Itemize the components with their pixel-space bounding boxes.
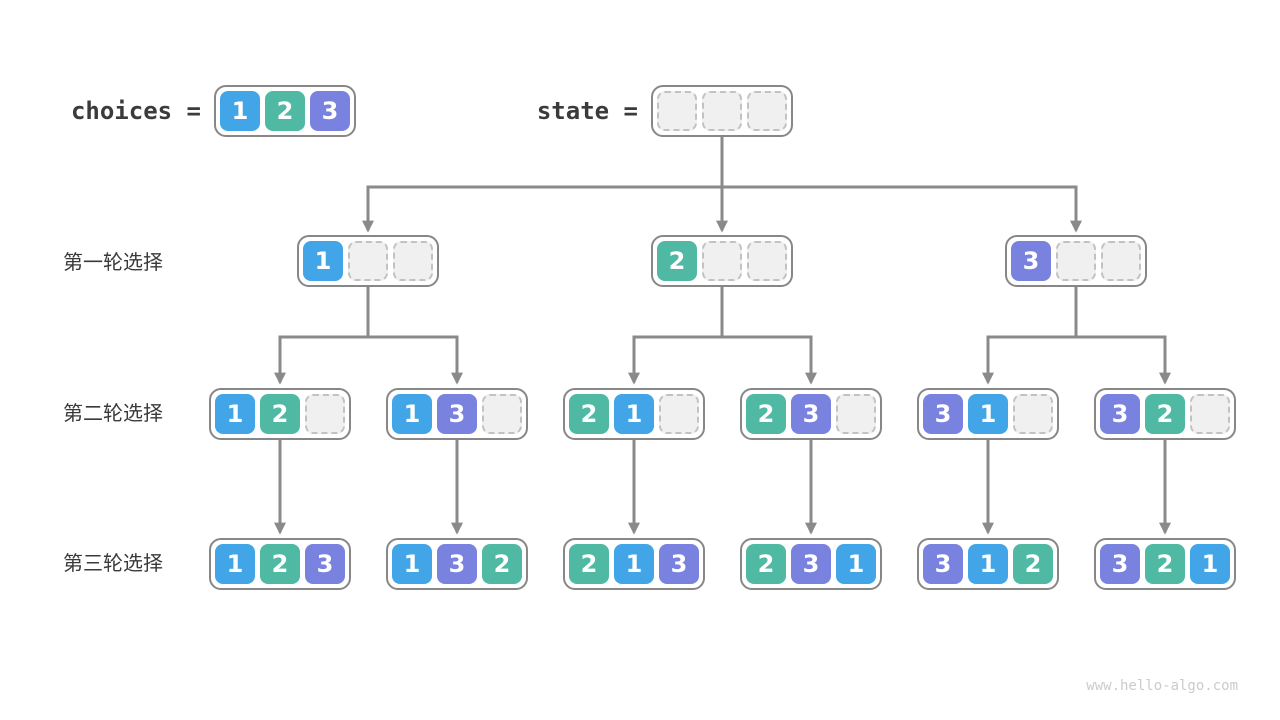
state-label: state = xyxy=(536,97,638,125)
empty-slot xyxy=(657,91,697,131)
cell-2: 2 xyxy=(569,544,609,584)
cell-3: 3 xyxy=(1100,394,1140,434)
cell-1: 1 xyxy=(1190,544,1230,584)
cell-3: 3 xyxy=(305,544,345,584)
cell-3: 3 xyxy=(437,544,477,584)
cell-3: 3 xyxy=(923,394,963,434)
cell-3: 3 xyxy=(437,394,477,434)
choices-label: choices = xyxy=(70,97,201,125)
cell-3: 3 xyxy=(1011,241,1051,281)
empty-slot xyxy=(747,91,787,131)
empty-slot xyxy=(1013,394,1053,434)
cell-2: 2 xyxy=(569,394,609,434)
cell-2: 2 xyxy=(746,394,786,434)
cell-2: 2 xyxy=(657,241,697,281)
cell-1: 1 xyxy=(614,394,654,434)
empty-slot xyxy=(482,394,522,434)
empty-slot xyxy=(659,394,699,434)
cell-2: 2 xyxy=(482,544,522,584)
cell-1: 1 xyxy=(614,544,654,584)
empty-slot xyxy=(702,241,742,281)
cell-3: 3 xyxy=(791,544,831,584)
cell-1: 1 xyxy=(968,394,1008,434)
state-node-round1-1: 1 xyxy=(297,235,439,287)
cell-1: 1 xyxy=(392,544,432,584)
state-node-round1-2: 2 xyxy=(651,235,793,287)
cell-2: 2 xyxy=(260,544,300,584)
cell-2: 2 xyxy=(746,544,786,584)
state-box xyxy=(651,85,793,137)
cell-1: 1 xyxy=(968,544,1008,584)
round-2-label: 第二轮选择 xyxy=(63,403,163,425)
empty-slot xyxy=(393,241,433,281)
cell-3: 3 xyxy=(310,91,350,131)
cell-2: 2 xyxy=(265,91,305,131)
empty-slot xyxy=(305,394,345,434)
cell-1: 1 xyxy=(836,544,876,584)
cell-1: 1 xyxy=(303,241,343,281)
round-1-label: 第一轮选择 xyxy=(63,252,163,274)
cell-2: 2 xyxy=(260,394,300,434)
empty-slot xyxy=(747,241,787,281)
cell-1: 1 xyxy=(215,394,255,434)
empty-slot xyxy=(348,241,388,281)
watermark: www.hello-algo.com xyxy=(1086,678,1238,694)
cell-2: 2 xyxy=(1145,544,1185,584)
cell-1: 1 xyxy=(392,394,432,434)
cell-3: 3 xyxy=(923,544,963,584)
empty-slot xyxy=(1056,241,1096,281)
cell-1: 1 xyxy=(215,544,255,584)
round-3-label: 第三轮选择 xyxy=(63,553,163,575)
cell-3: 3 xyxy=(791,394,831,434)
cell-1: 1 xyxy=(220,91,260,131)
cell-2: 2 xyxy=(1013,544,1053,584)
empty-slot xyxy=(836,394,876,434)
empty-slot xyxy=(1190,394,1230,434)
cell-2: 2 xyxy=(1145,394,1185,434)
state-node-round1-3: 3 xyxy=(1005,235,1147,287)
empty-slot xyxy=(1101,241,1141,281)
empty-slot xyxy=(702,91,742,131)
cell-3: 3 xyxy=(659,544,699,584)
cell-3: 3 xyxy=(1100,544,1140,584)
